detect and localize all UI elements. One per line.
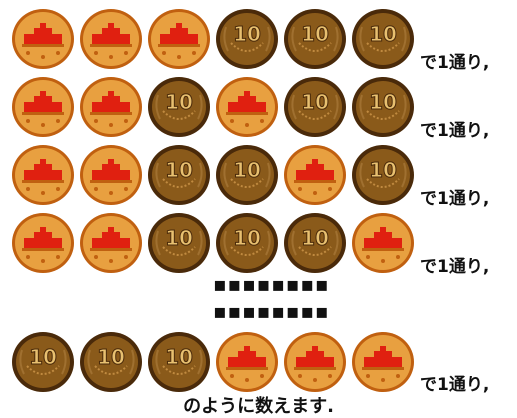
row-count-label: で1通り, (420, 121, 490, 141)
coin-10-yen-icon: 10 (350, 143, 416, 207)
coin-10-yen-icon: 10 (214, 211, 280, 275)
coin-row: 10 10 10 (10, 211, 510, 281)
svg-text:10: 10 (369, 90, 397, 114)
coin-10-yen-icon: 10 (214, 7, 280, 71)
coin-row: 10 10 10 (10, 143, 510, 213)
coin-500-yen-icon (10, 143, 76, 207)
coin-svg (12, 213, 74, 273)
coin-500-yen-icon (146, 7, 212, 71)
coin-500-yen-icon (78, 7, 144, 71)
footer-text: のように数えます. (183, 396, 334, 417)
svg-text:10: 10 (233, 158, 261, 182)
coin-svg (284, 145, 346, 205)
coin-500-yen-icon (214, 330, 280, 394)
coin-500-yen-icon (214, 75, 280, 139)
coin-500-yen-icon (78, 143, 144, 207)
coin-10-yen-icon: 10 (282, 7, 348, 71)
svg-text:10: 10 (301, 226, 329, 250)
coin-svg: 10 (148, 145, 210, 205)
ellipsis-dots-1: ▪▪▪▪▪▪▪▪ (213, 272, 330, 296)
svg-text:10: 10 (233, 226, 261, 250)
coin-10-yen-icon: 10 (282, 211, 348, 275)
coin-row: 10 10 10 (10, 330, 510, 400)
coin-svg (80, 9, 142, 69)
svg-text:10: 10 (165, 345, 193, 369)
svg-text:10: 10 (301, 90, 329, 114)
coin-10-yen-icon: 10 (146, 143, 212, 207)
row-count-label: で1通り, (420, 53, 490, 73)
coin-500-yen-icon (10, 75, 76, 139)
coin-row: 10 10 10 (10, 75, 510, 145)
coin-10-yen-icon: 10 (10, 330, 76, 394)
coin-svg: 10 (216, 145, 278, 205)
svg-text:10: 10 (97, 345, 125, 369)
coin-10-yen-icon: 10 (214, 143, 280, 207)
coin-svg (352, 332, 414, 392)
coin-10-yen-icon: 10 (78, 330, 144, 394)
ellipsis-dots-2: ▪▪▪▪▪▪▪▪ (213, 299, 330, 323)
coin-svg: 10 (352, 9, 414, 69)
coin-svg (80, 145, 142, 205)
coin-svg: 10 (12, 332, 74, 392)
row-count-label: で1通り, (420, 375, 490, 395)
coin-svg (12, 77, 74, 137)
coin-svg (80, 77, 142, 137)
svg-text:10: 10 (369, 22, 397, 46)
coin-svg: 10 (148, 77, 210, 137)
coin-10-yen-icon: 10 (350, 75, 416, 139)
coin-row: 10 10 10 (10, 7, 510, 77)
coin-500-yen-icon (350, 330, 416, 394)
coin-svg (284, 332, 346, 392)
coin-svg: 10 (148, 213, 210, 273)
coin-svg (12, 145, 74, 205)
svg-text:10: 10 (29, 345, 57, 369)
svg-text:10: 10 (165, 226, 193, 250)
svg-text:10: 10 (165, 158, 193, 182)
coin-svg: 10 (352, 77, 414, 137)
coin-svg (80, 213, 142, 273)
row-count-label: で1通り, (420, 257, 490, 277)
coin-svg (352, 213, 414, 273)
coin-10-yen-icon: 10 (282, 75, 348, 139)
svg-text:10: 10 (301, 22, 329, 46)
coin-500-yen-icon (78, 211, 144, 275)
coin-svg: 10 (148, 332, 210, 392)
svg-text:10: 10 (233, 22, 261, 46)
coin-svg (148, 9, 210, 69)
coin-10-yen-icon: 10 (350, 7, 416, 71)
coin-svg: 10 (80, 332, 142, 392)
coin-svg: 10 (284, 213, 346, 273)
coin-svg: 10 (284, 9, 346, 69)
coin-svg: 10 (352, 145, 414, 205)
coin-500-yen-icon (10, 7, 76, 71)
coin-10-yen-icon: 10 (146, 211, 212, 275)
row-count-label: で1通り, (420, 189, 490, 209)
coin-500-yen-icon (350, 211, 416, 275)
coin-10-yen-icon: 10 (146, 330, 212, 394)
coin-svg: 10 (216, 213, 278, 273)
coin-500-yen-icon (78, 75, 144, 139)
coin-500-yen-icon (10, 211, 76, 275)
coin-10-yen-icon: 10 (146, 75, 212, 139)
coin-svg (12, 9, 74, 69)
svg-text:10: 10 (369, 158, 397, 182)
coin-500-yen-icon (282, 330, 348, 394)
coin-svg: 10 (216, 9, 278, 69)
coin-svg: 10 (284, 77, 346, 137)
coin-svg (216, 77, 278, 137)
coin-500-yen-icon (282, 143, 348, 207)
svg-text:10: 10 (165, 90, 193, 114)
coin-svg (216, 332, 278, 392)
